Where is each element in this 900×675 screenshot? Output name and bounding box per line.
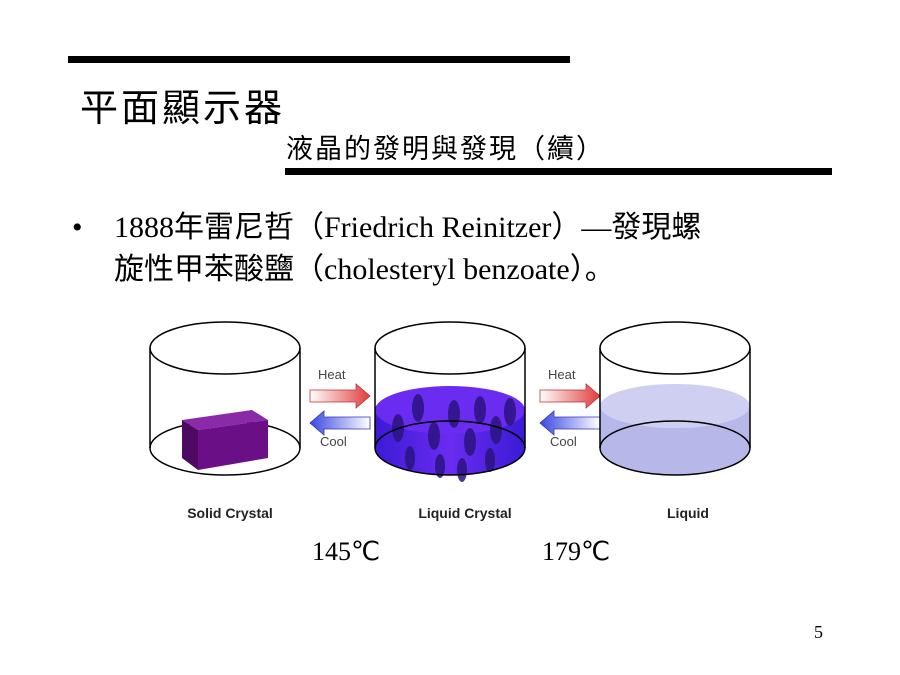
cool-label-1: Cool <box>320 434 347 449</box>
cool-label-2: Cool <box>550 434 577 449</box>
temperature-clearing: 179℃ <box>542 537 611 566</box>
liquid-crystal-cylinder <box>374 321 526 482</box>
bullet-text: 1888年雷尼哲（Friedrich Reinitzer）—發現螺 旋性甲苯酸鹽… <box>114 207 842 291</box>
cool-arrow-1 <box>309 410 371 436</box>
label-solid-crystal: Solid Crystal <box>187 505 273 521</box>
solid-block-front <box>198 420 268 470</box>
heat-arrow-2 <box>539 383 601 409</box>
label-liquid-crystal: Liquid Crystal <box>418 505 511 521</box>
subtitle-rule <box>285 168 832 175</box>
bullet-line-1: 1888年雷尼哲（Friedrich Reinitzer）—發現螺 <box>114 211 702 244</box>
slide-title: 平面顯示器 <box>80 86 286 130</box>
temperature-melting: 145℃ <box>312 537 381 566</box>
bullet-symbol: • <box>72 211 83 244</box>
slide-subtitle: 液晶的發明與發現（續） <box>286 134 605 165</box>
heat-label-1: Heat <box>318 367 346 382</box>
phase-diagram: Heat Cool Heat Cool <box>149 321 751 521</box>
liquid-cylinder <box>599 321 751 476</box>
bullet-line-2: 旋性甲苯酸鹽（cholesteryl benzoate）。 <box>114 253 615 286</box>
heat-arrow-1 <box>309 383 371 409</box>
cool-arrow-2 <box>539 410 601 436</box>
page-number: 5 <box>814 622 823 642</box>
solid-crystal-cylinder <box>149 321 301 476</box>
solid-block <box>182 410 268 470</box>
label-liquid: Liquid <box>667 505 709 521</box>
top-rule <box>68 56 570 63</box>
heat-cool-arrows-2: Heat Cool <box>539 367 601 449</box>
bullet-item: • 1888年雷尼哲（Friedrich Reinitzer）—發現螺 旋性甲苯… <box>72 207 842 291</box>
solid-block-top <box>182 410 268 430</box>
solid-block-side <box>182 420 198 470</box>
heat-cool-arrows-1: Heat Cool <box>309 367 371 449</box>
liquid-surface <box>600 384 750 428</box>
heat-label-2: Heat <box>548 367 576 382</box>
